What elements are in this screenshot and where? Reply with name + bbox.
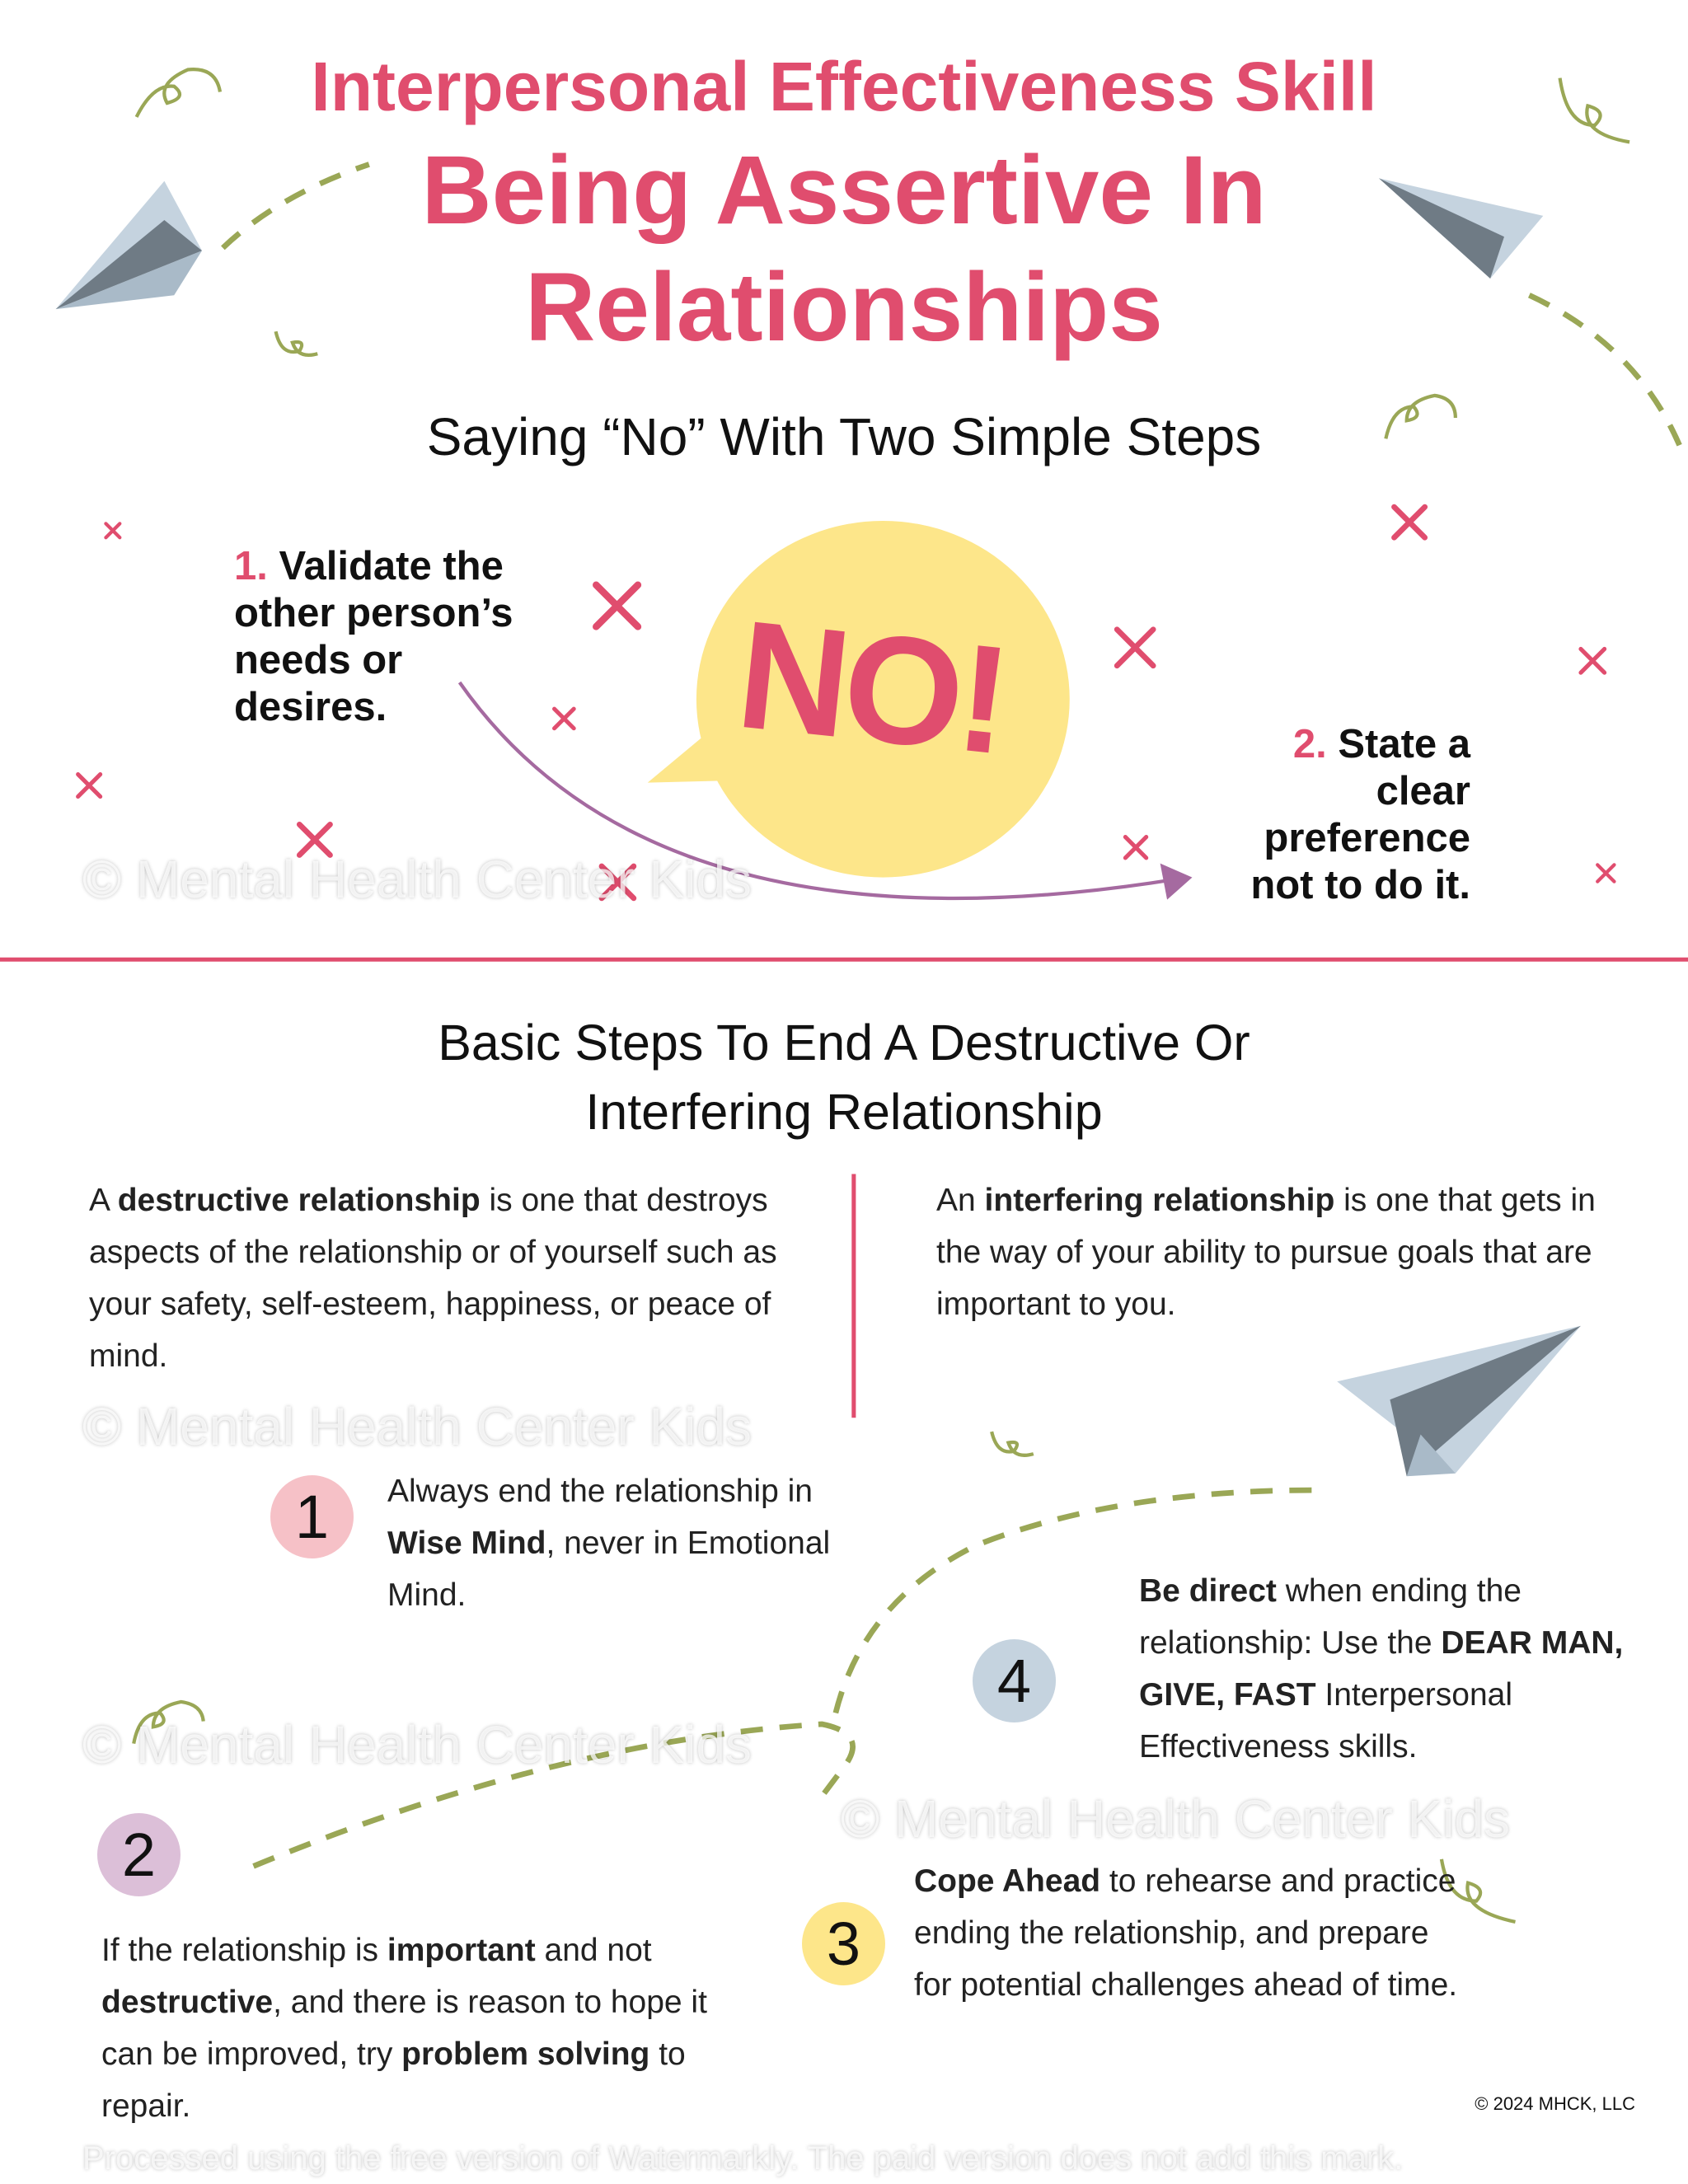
term: interfering relationship <box>984 1183 1335 1218</box>
step-line: preference <box>1264 816 1470 860</box>
squiggle-icon <box>132 1699 205 1745</box>
page-title-line1: Being Assertive In <box>421 136 1267 245</box>
no-bubble-text: NO! <box>730 588 1013 787</box>
step-3-text: Cope Ahead to rehearse and practice endi… <box>914 1863 1458 2003</box>
curved-arrow <box>457 681 1170 901</box>
x-mark-icon <box>104 522 122 540</box>
x-mark-icon <box>1114 626 1156 669</box>
step-line: not to do it. <box>1250 863 1470 907</box>
step-4-text: Be direct when ending the relationship: … <box>1139 1573 1624 1765</box>
squiggle-icon <box>1558 77 1630 144</box>
watermark: © Mental Health Center Kids <box>82 1715 752 1774</box>
interfering-definition: An interfering relationship is one that … <box>936 1183 1596 1322</box>
destructive-definition: A destructive relationship is one that d… <box>89 1183 777 1374</box>
x-mark-icon <box>552 706 576 731</box>
step-line: clear <box>1376 769 1470 813</box>
watermark: © Mental Health Center Kids <box>82 850 752 909</box>
page-title-line2: Relationships <box>525 253 1163 362</box>
x-mark-icon <box>1391 504 1428 541</box>
paper-plane-icon <box>1378 178 1544 279</box>
x-mark-icon <box>296 821 333 858</box>
term: destructive relationship <box>117 1183 481 1218</box>
step-line: needs or <box>234 638 403 682</box>
subtitle: Saying “No” With Two Simple Steps <box>426 407 1262 466</box>
section-title: Basic Steps To End A Destructive Or Inte… <box>0 1008 1688 1146</box>
step-1-text: Always end the relationship in Wise Mind… <box>387 1474 831 1613</box>
dashed-path-lower <box>252 1487 1316 1869</box>
x-mark-icon <box>1123 835 1149 860</box>
speech-bubble <box>647 520 1070 878</box>
x-mark-icon <box>76 771 103 799</box>
copyright: © 2024 MHCK, LLC <box>1475 2093 1635 2114</box>
dashed-path-top-right <box>1527 293 1688 461</box>
x-mark-icon <box>598 863 637 902</box>
step-badge-3: 3 <box>802 1902 885 1985</box>
state-preference-step: 2. State a clear preference not to do it… <box>1250 721 1470 909</box>
watermark: © Mental Health Center Kids <box>841 1789 1510 1849</box>
squiggle-icon <box>134 68 223 118</box>
step-line: Validate the <box>279 544 504 588</box>
squiggle-icon <box>1439 1858 1516 1924</box>
processed-watermark: Processed using the free version of Wate… <box>82 2140 1404 2177</box>
step-line: other person’s <box>234 591 513 635</box>
squiggle-icon <box>990 1431 1034 1457</box>
step-badge-1: 1 <box>270 1475 354 1558</box>
squiggle-icon <box>274 330 318 358</box>
squiggle-icon <box>1384 393 1457 439</box>
step-badge-2: 2 <box>97 1813 181 1896</box>
step-badge-4: 4 <box>973 1639 1056 1722</box>
section-title-line: Basic Steps To End A Destructive Or <box>438 1015 1250 1071</box>
paper-plane-icon <box>1337 1325 1581 1477</box>
step-number: 2. <box>1292 722 1327 766</box>
step-line: desires. <box>234 685 387 729</box>
paper-plane-icon <box>55 180 203 310</box>
dashed-path-top-left <box>221 162 370 251</box>
section-title-line: Interfering Relationship <box>585 1084 1103 1140</box>
arrow-head-icon <box>1160 863 1193 900</box>
validate-step: 1. Validate the other person’s needs or … <box>234 543 513 731</box>
step-number: 1. <box>234 544 268 588</box>
step-2-text: If the relationship is important and not… <box>101 1933 707 2124</box>
x-mark-icon <box>593 581 642 630</box>
x-mark-icon <box>1596 863 1616 883</box>
x-mark-icon <box>1578 646 1607 675</box>
step-line: State a <box>1338 722 1470 766</box>
kicker-title: Interpersonal Effectiveness Skill <box>311 48 1377 125</box>
watermark: © Mental Health Center Kids <box>82 1397 752 1456</box>
